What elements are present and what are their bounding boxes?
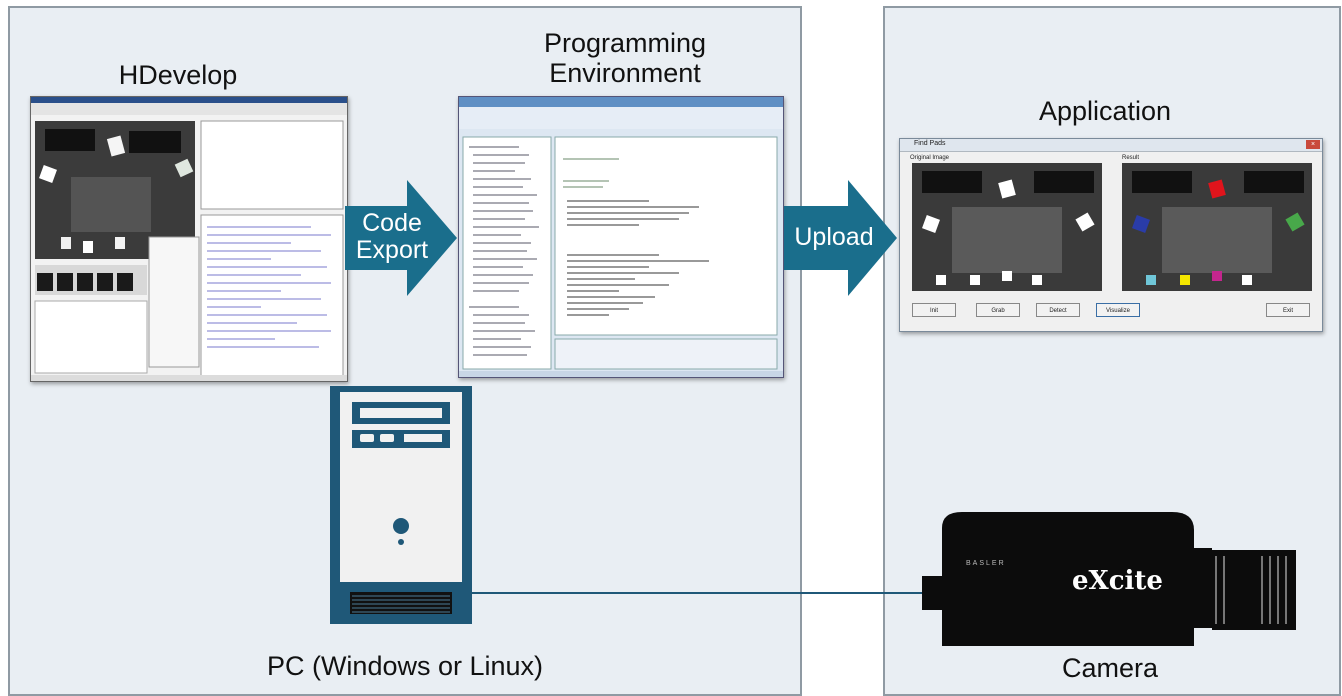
camera-brand-label: eXcite <box>1072 566 1163 596</box>
original-image-view <box>912 163 1102 291</box>
hdevelop-screenshot <box>30 96 348 382</box>
programming-environment-line1: Programming <box>543 28 707 58</box>
upload-arrow <box>784 180 897 296</box>
result-image-view <box>1122 163 1312 291</box>
hdevelop-window-graphic <box>31 97 347 381</box>
application-title: Application <box>1038 96 1172 126</box>
pc-caption: PC (Windows or Linux) <box>266 651 544 681</box>
camera-caption: Camera <box>1061 653 1159 683</box>
code-export-arrow <box>345 180 457 296</box>
result-label: Result <box>1122 155 1140 161</box>
network-cable <box>472 592 934 594</box>
ide-window-graphic <box>459 97 783 377</box>
code-export-label: Code Export <box>344 210 440 264</box>
programming-environment-title: Programming Environment <box>520 28 730 88</box>
app-button-exit[interactable]: Exit <box>1266 303 1310 317</box>
app-button-visualize[interactable]: Visualize <box>1096 303 1140 317</box>
original-image-label: Original Image <box>910 155 950 161</box>
camera-maker-label: BASLER <box>966 560 1006 567</box>
app-button-detect[interactable]: Detect <box>1036 303 1080 317</box>
camera-icon <box>922 512 1296 646</box>
app-button-init[interactable]: Init <box>912 303 956 317</box>
application-window-title: Find Pads <box>914 140 946 147</box>
application-titlebar: Find Pads × <box>900 139 1322 152</box>
close-icon[interactable]: × <box>1306 140 1320 149</box>
app-button-grab[interactable]: Grab <box>976 303 1020 317</box>
code-export-line1: Code <box>362 209 422 237</box>
code-export-line2: Export <box>355 236 429 264</box>
upload-label: Upload <box>794 223 874 251</box>
ide-screenshot <box>458 96 784 378</box>
pc-tower-icon <box>330 386 472 624</box>
application-window: Find Pads × Original Image Result Init Gr… <box>899 138 1323 332</box>
hdevelop-title: HDevelop <box>118 60 238 90</box>
programming-environment-line2: Environment <box>549 58 701 88</box>
